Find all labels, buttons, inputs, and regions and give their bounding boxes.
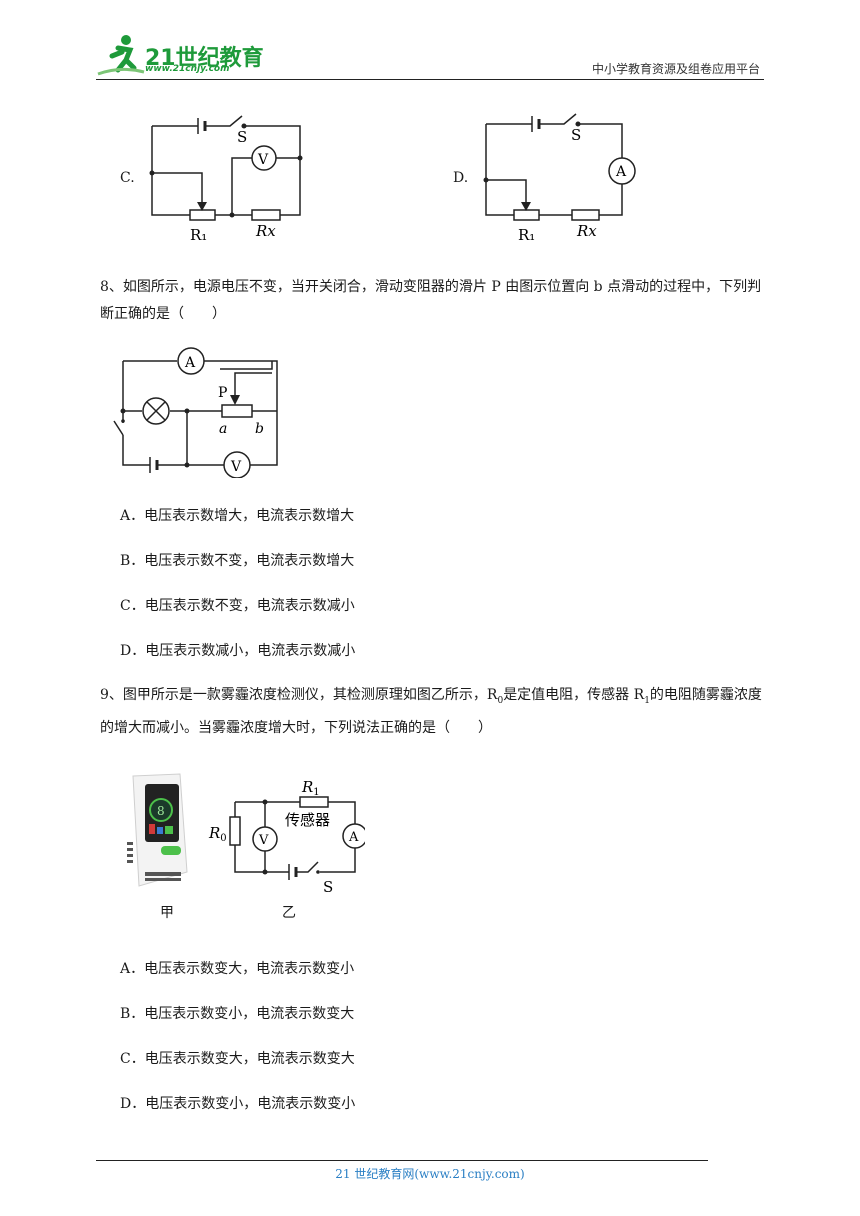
footer-divider [96,1160,708,1161]
runner-logo-icon [97,35,145,76]
q8-circuit: A V P a b [113,347,278,478]
header-divider [96,79,764,80]
ammeter-label: A [184,355,196,371]
q8-option-d[interactable]: D．电压表示数减小，电流表示数减小 [120,643,356,659]
voltmeter-label: V [258,833,269,848]
q7-option-d-label: D. [453,170,469,186]
q8-question-text: 8、如图所示，电源电压不变，当开关闭合，滑动变阻器的滑片 P 由图示位置向 b … [100,279,762,322]
slider-label: P [218,385,227,401]
ammeter-label: A [615,164,627,180]
q7-option-c-label: C. [120,170,135,186]
rheostat-label: R₁ [190,226,207,244]
footer-link[interactable]: 21 世纪教育网(www.21cnjy.com) [335,1167,525,1181]
rheostat-label: R₁ [518,226,535,244]
platform-title: 中小学教育资源及组卷应用平台 [591,62,760,76]
ammeter-label: A [348,830,359,845]
q7-circuit-d: S A R₁ Rx [483,113,636,244]
site-logo [96,30,266,80]
switch-label: S [237,128,247,146]
figure-jia-label: 甲 [160,905,174,921]
q8-option-b[interactable]: B．电压表示数不变，电流表示数增大 [120,553,355,569]
device-display-digit: 8 [157,804,165,818]
q9-option-b[interactable]: B．电压表示数变小，电流表示数变大 [120,1006,355,1022]
figure-yi-label: 乙 [282,905,296,921]
voltmeter-label: V [230,459,242,475]
brand-url: www.21cnjy.com [145,64,230,74]
end-a-label: a [219,421,227,437]
q8-option-c[interactable]: C．电压表示数不变，电流表示数减小 [120,598,355,614]
end-b-label: b [255,421,264,437]
q9-question-text: 9、图甲所示是一款雾霾浓度检测仪，其检测原理如图乙所示，R0是定值电阻，传感器 … [100,687,762,736]
haze-detector-image: 8 [127,773,188,887]
switch-label: S [571,126,581,144]
q8-option-a[interactable]: A．电压表示数增大，电流表示数增大 [120,508,355,524]
brand-name: 21世纪教育 [145,46,264,71]
sensor-label: 传感器 [285,811,330,829]
q7-circuit-c: S V R₁ Rx [149,115,303,244]
r1-label: R1 [301,778,320,798]
r0-label: R0 [208,824,227,844]
q9-option-a[interactable]: A．电压表示数变大，电流表示数变小 [120,961,355,977]
resistor-label: Rx [576,222,597,240]
q9-option-d[interactable]: D．电压表示数变小，电流表示数变小 [120,1096,356,1112]
switch-label: S [323,878,333,896]
voltmeter-label: V [257,152,269,168]
q9-circuit: R1 传感器 R0 V A S [208,778,365,896]
resistor-label: Rx [255,222,276,240]
q9-option-c[interactable]: C．电压表示数变大，电流表示数变大 [120,1051,355,1067]
